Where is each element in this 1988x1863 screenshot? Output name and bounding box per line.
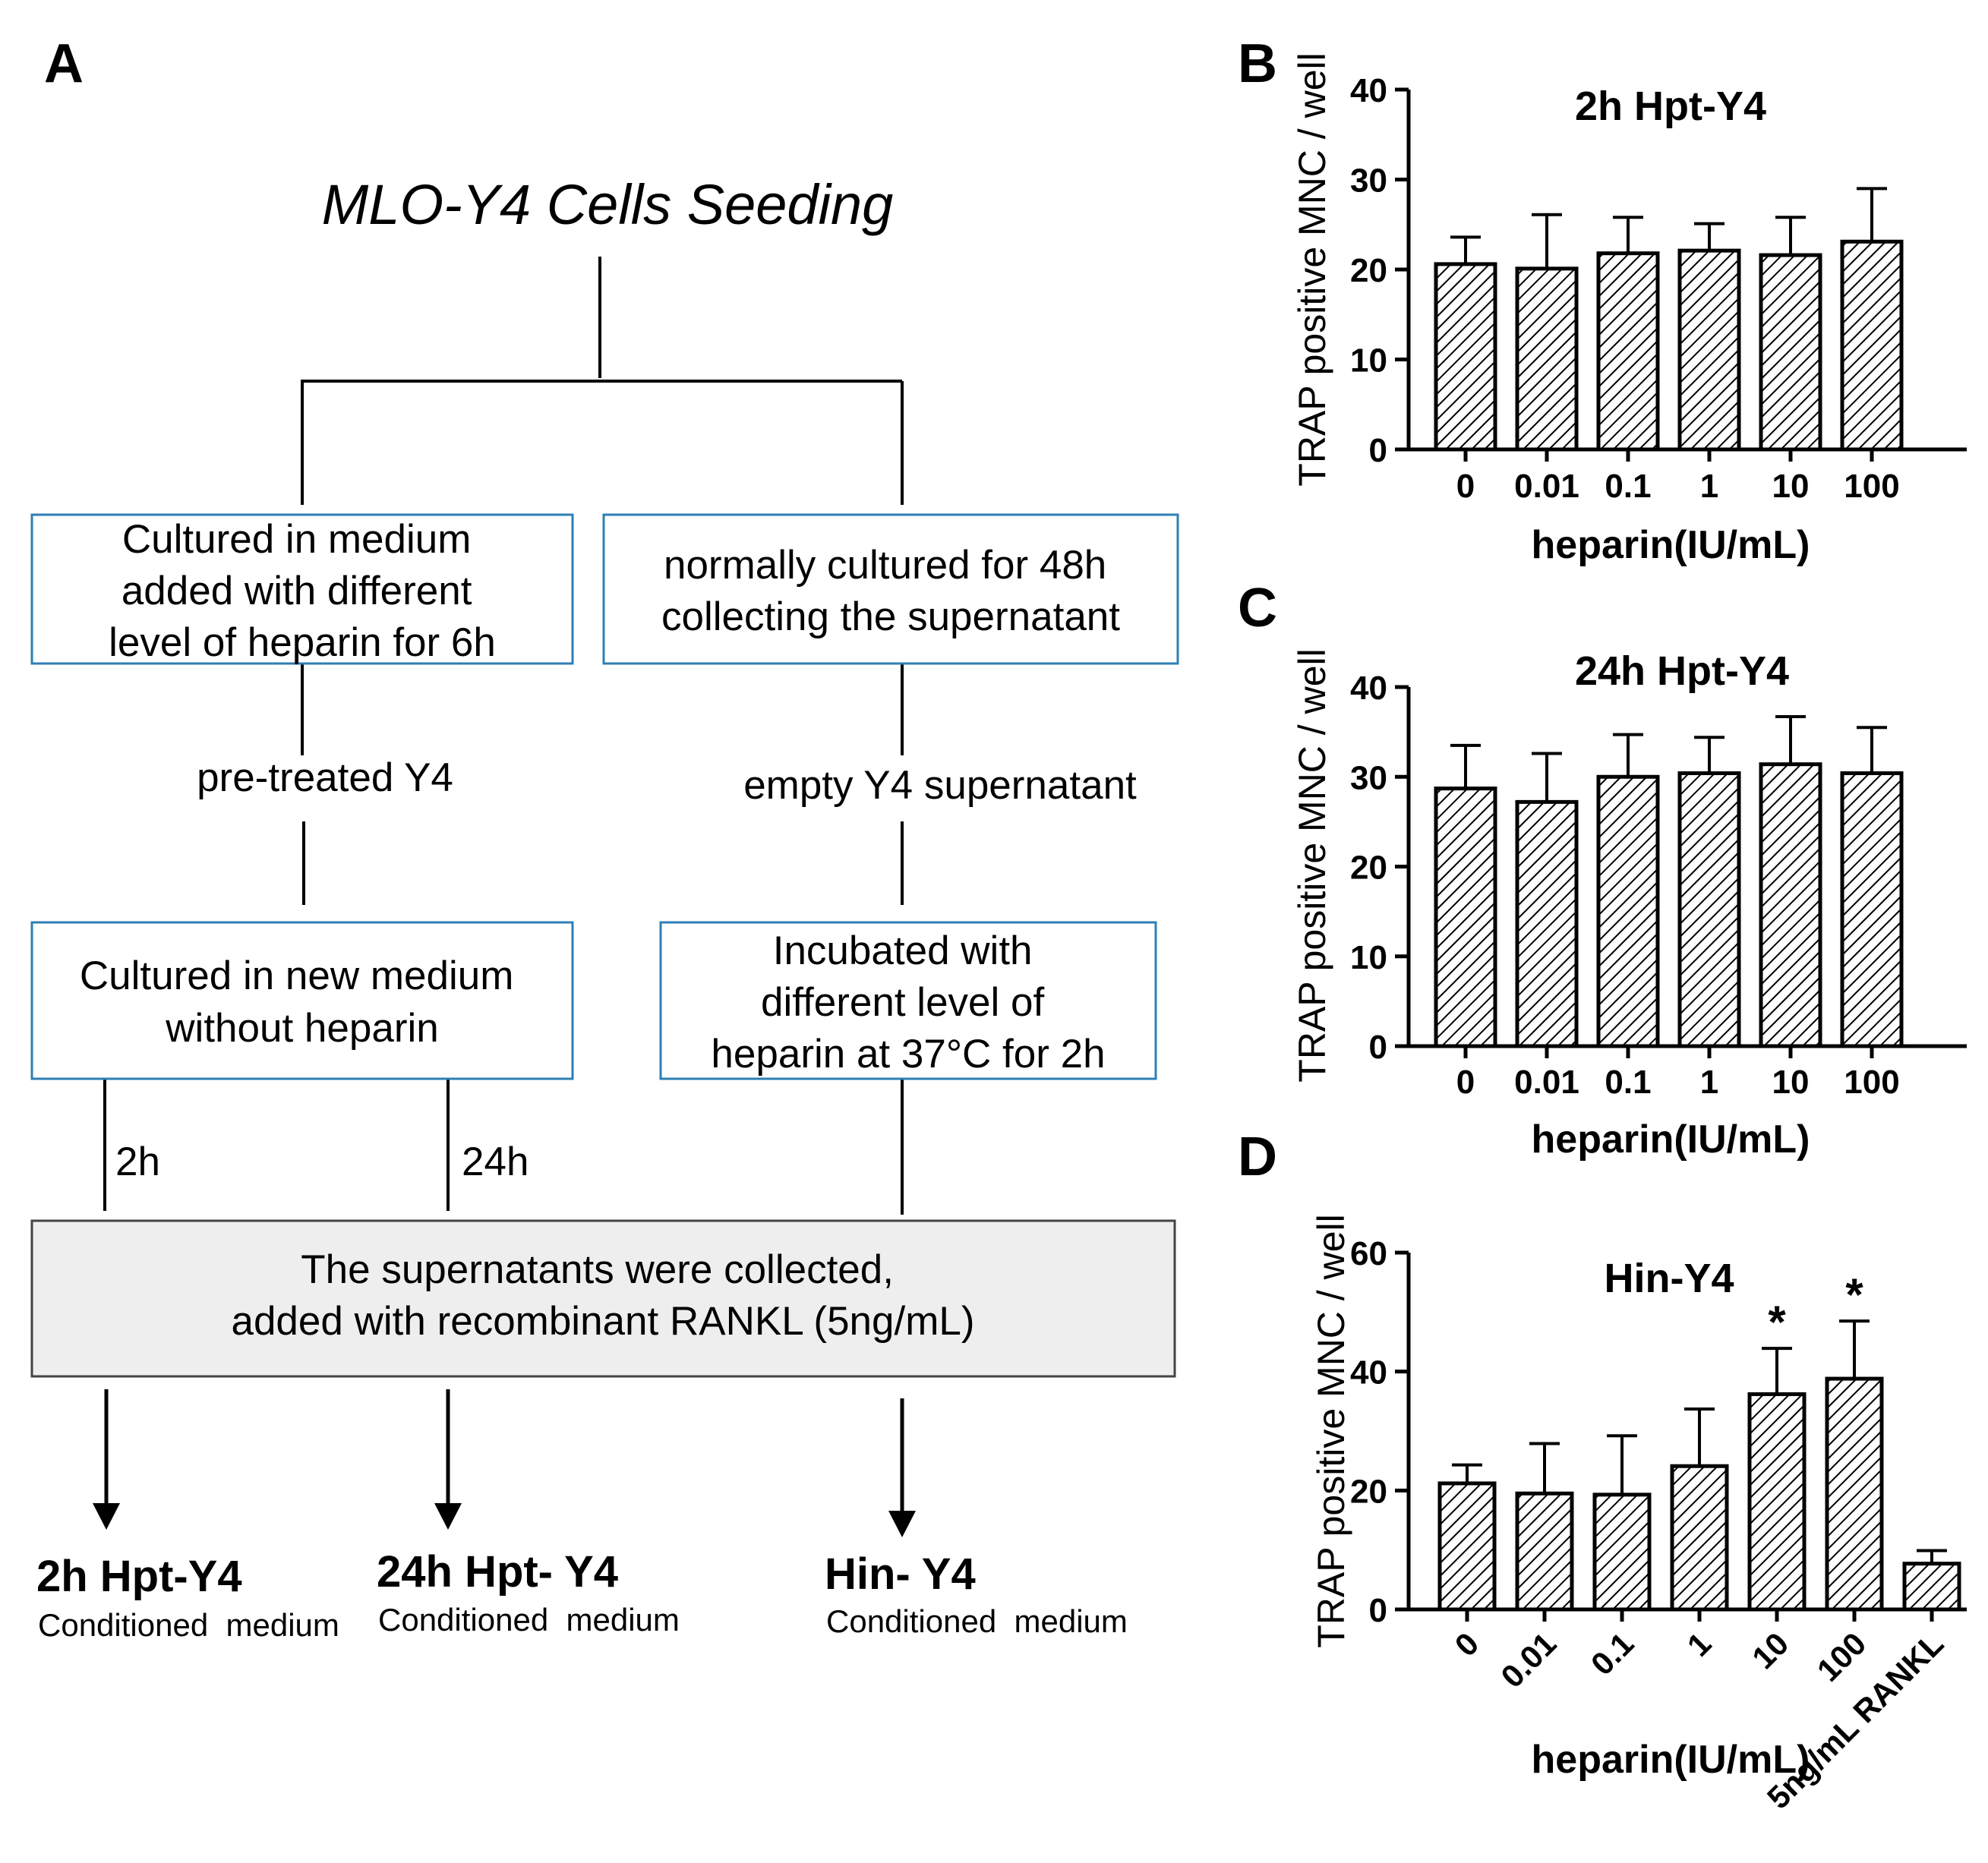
bar bbox=[1596, 774, 1660, 1048]
y-tick-label: 40 bbox=[1350, 72, 1387, 109]
x-tick-label: 0.01 bbox=[1494, 1625, 1563, 1694]
flowchart-panel: A MLO-Y4 Cells Seeding Cultured in mediu… bbox=[30, 33, 1179, 1643]
significance-marker: * bbox=[1845, 1269, 1863, 1320]
bar bbox=[1759, 253, 1822, 452]
bar bbox=[1515, 266, 1579, 452]
output-2h-name: 2h Hpt-Y4 bbox=[36, 1552, 242, 1601]
label-2h: 2h bbox=[115, 1140, 160, 1184]
x-tick-label: 0.01 bbox=[1514, 1064, 1579, 1101]
y-tick-label: 10 bbox=[1350, 939, 1387, 976]
x-tick-label: 10 bbox=[1772, 468, 1810, 505]
y-axis-label: TRAP positive MNC / well bbox=[1291, 648, 1333, 1082]
x-tick-label: 10 bbox=[1745, 1625, 1795, 1675]
box-incubated-text: Incubated with different level of hepari… bbox=[711, 928, 1105, 1077]
x-axis-label: heparin(IU/mL) bbox=[1532, 1117, 1810, 1162]
x-axis-label: heparin(IU/mL) bbox=[1532, 1738, 1810, 1782]
x-tick-label: 10 bbox=[1772, 1064, 1810, 1101]
x-tick-label: 100 bbox=[1810, 1625, 1873, 1688]
output-hin-name: Hin- Y4 bbox=[825, 1549, 976, 1599]
y-tick-label: 20 bbox=[1350, 1473, 1387, 1510]
bar bbox=[1437, 1481, 1497, 1612]
bar bbox=[1592, 1493, 1652, 1612]
x-tick-label: 0.01 bbox=[1514, 468, 1579, 505]
y-tick-label: 10 bbox=[1350, 342, 1387, 380]
panel-label-a: A bbox=[44, 33, 84, 94]
box-new-medium-text: Cultured in new medium without heparin bbox=[80, 954, 525, 1051]
y-tick-label: 0 bbox=[1369, 1029, 1387, 1066]
x-tick-label: 1 bbox=[1680, 1625, 1718, 1663]
output-arrows bbox=[104, 1389, 904, 1515]
bar bbox=[1747, 1392, 1807, 1612]
bar bbox=[1677, 248, 1741, 452]
significance-marker: * bbox=[1768, 1297, 1786, 1348]
y-tick-label: 20 bbox=[1350, 252, 1387, 289]
label-24h: 24h bbox=[462, 1140, 529, 1184]
x-tick-label: 0.1 bbox=[1605, 1064, 1651, 1101]
y-tick-label: 0 bbox=[1369, 1592, 1387, 1629]
output-24h-sub: Conditioned medium bbox=[378, 1602, 680, 1638]
bar bbox=[1677, 771, 1741, 1048]
x-tick-label: 0.1 bbox=[1605, 468, 1651, 505]
box-incubated bbox=[659, 921, 1157, 1080]
bar bbox=[1596, 251, 1660, 452]
flow-connectors bbox=[103, 257, 904, 1215]
x-tick-label: 100 bbox=[1844, 468, 1899, 505]
box-heparin-pretreat-text: Cultured in medium added with different … bbox=[109, 517, 496, 665]
bar bbox=[1670, 1464, 1729, 1612]
chart-title: 2h Hpt-Y4 bbox=[1575, 84, 1766, 129]
y-tick-label: 20 bbox=[1350, 850, 1387, 887]
bar bbox=[1825, 1376, 1884, 1612]
arrowheads bbox=[93, 1503, 916, 1537]
y-tick-label: 40 bbox=[1350, 1354, 1387, 1392]
label-pretreated-y4: pre-treated Y4 bbox=[197, 755, 453, 800]
box-supernatants-collected bbox=[30, 1219, 1176, 1378]
box-normal-culture bbox=[602, 513, 1179, 665]
bar bbox=[1840, 771, 1904, 1048]
output-2h-sub: Conditioned medium bbox=[38, 1607, 339, 1643]
bar bbox=[1515, 799, 1579, 1048]
output-hin-sub: Conditioned medium bbox=[826, 1603, 1128, 1639]
bar bbox=[1515, 1491, 1574, 1612]
bar bbox=[1434, 262, 1497, 452]
y-axis-label: TRAP positive MNC / well bbox=[1310, 1214, 1352, 1647]
bar bbox=[1759, 762, 1822, 1048]
output-24h-name: 24h Hpt- Y4 bbox=[377, 1547, 618, 1597]
flow-title: MLO-Y4 Cells Seeding bbox=[322, 173, 894, 236]
x-tick-label: 100 bbox=[1844, 1064, 1899, 1101]
x-tick-label: 1 bbox=[1700, 1064, 1718, 1101]
box-new-medium bbox=[30, 921, 574, 1080]
y-tick-label: 40 bbox=[1350, 670, 1387, 707]
box-normal-culture-text: normally cultured for 48h collecting the… bbox=[661, 543, 1120, 639]
box-supernatants-text: The supernatants were collected, added w… bbox=[231, 1247, 974, 1344]
panel-label-c: C bbox=[1238, 578, 1277, 638]
panel-label-b: B bbox=[1238, 33, 1277, 94]
y-tick-label: 30 bbox=[1350, 162, 1387, 200]
x-tick-label: 1 bbox=[1700, 468, 1718, 505]
x-axis-label: heparin(IU/mL) bbox=[1532, 523, 1810, 567]
y-tick-label: 60 bbox=[1350, 1235, 1387, 1272]
panel-label-d: D bbox=[1238, 1127, 1277, 1187]
x-tick-label: 0 bbox=[1456, 468, 1475, 505]
bar bbox=[1434, 786, 1497, 1048]
chart-title: 24h Hpt-Y4 bbox=[1575, 648, 1789, 694]
box-heparin-pretreat bbox=[30, 513, 574, 665]
label-empty-supernatant: empty Y4 supernatant bbox=[743, 763, 1137, 808]
bar bbox=[1840, 239, 1904, 452]
x-tick-label: 0 bbox=[1456, 1064, 1475, 1101]
y-tick-label: 0 bbox=[1369, 432, 1387, 469]
x-tick-label: 0.1 bbox=[1584, 1625, 1641, 1682]
x-tick-label: 0 bbox=[1448, 1625, 1486, 1663]
y-tick-label: 30 bbox=[1350, 759, 1387, 796]
chart-title: Hin-Y4 bbox=[1604, 1256, 1734, 1301]
y-axis-label: TRAP positive MNC / well bbox=[1291, 52, 1333, 486]
bar bbox=[1902, 1562, 1961, 1612]
